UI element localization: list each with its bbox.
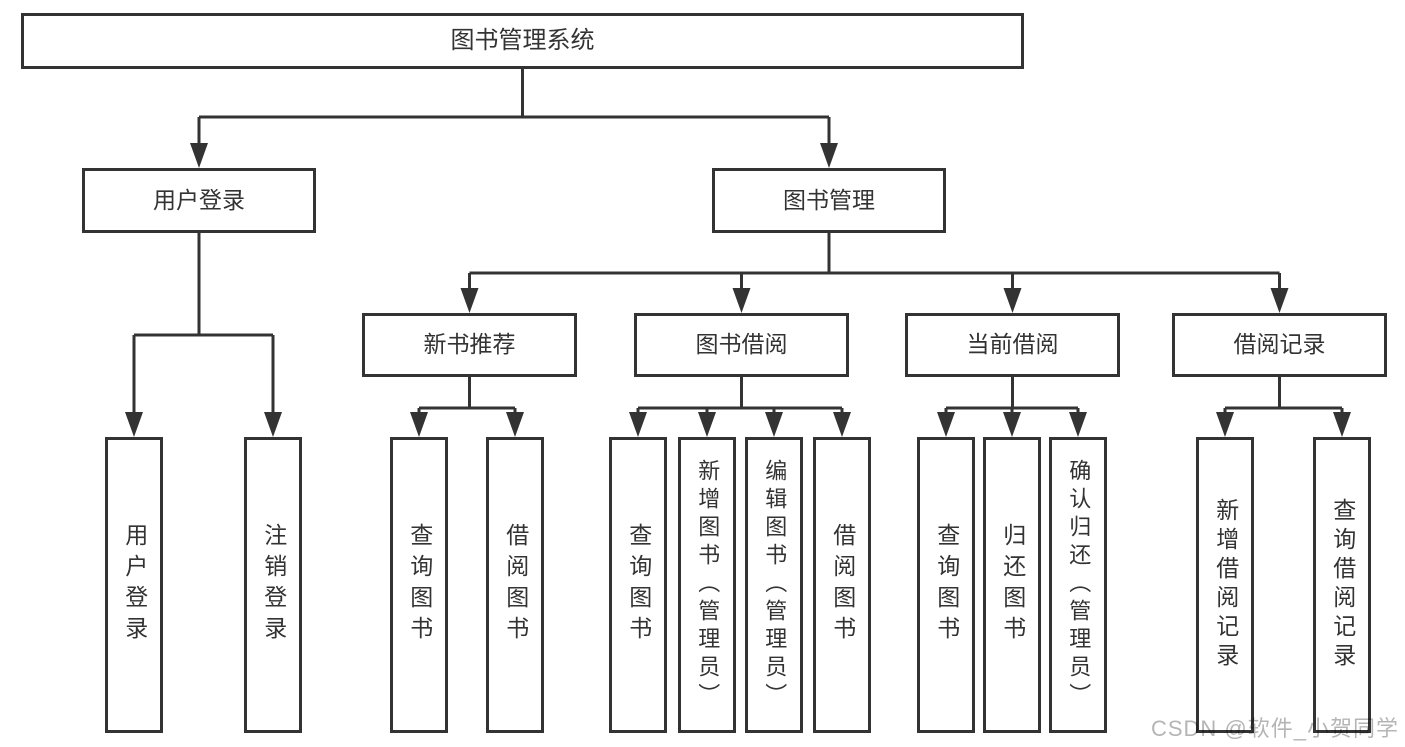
connector-newbook-to-leaves [410, 377, 524, 437]
leaf-query-books-current: 查询图书 [917, 437, 975, 733]
leaf-add-borrow-record: 新增借阅记录 [1196, 437, 1254, 733]
leaf-query-borrow-record: 查询借阅记录 [1313, 437, 1371, 733]
node-user-login: 用户登录 [82, 168, 316, 233]
leaf-return-book: 归还图书 [983, 437, 1041, 733]
connector-bookborrow-to-leaves [629, 377, 851, 437]
connector-userlogin-to-leaves [125, 233, 282, 437]
connector-bookmgmt-to-level3 [460, 233, 1289, 313]
node-root: 图书管理系统 [21, 13, 1024, 69]
connector-records-to-leaves [1216, 377, 1351, 437]
leaf-user-login: 用户登录 [105, 437, 163, 733]
leaf-query-books-recommend: 查询图书 [390, 437, 448, 733]
node-current-borrow: 当前借阅 [905, 313, 1120, 377]
csdn-watermark: CSDN @软件_小贺同学 [1150, 716, 1399, 741]
leaf-add-book-admin: 新增图书（管理员） [678, 437, 736, 733]
leaf-borrow-books-recommend: 借阅图书 [486, 437, 544, 733]
leaf-borrow-books: 借阅图书 [813, 437, 871, 733]
node-borrow-records: 借阅记录 [1172, 313, 1387, 377]
connector-root-to-level2 [190, 69, 838, 168]
leaf-logout: 注销登录 [244, 437, 302, 733]
leaf-query-books-borrow: 查询图书 [609, 437, 667, 733]
node-new-book-recommend: 新书推荐 [362, 313, 577, 377]
node-book-management: 图书管理 [712, 168, 946, 233]
connector-currentborrow-to-leaves [937, 377, 1087, 437]
node-book-borrow: 图书借阅 [634, 313, 849, 377]
leaf-edit-book-admin: 编辑图书（管理员） [745, 437, 803, 733]
leaf-confirm-return-admin: 确认归还（管理员） [1049, 437, 1107, 733]
